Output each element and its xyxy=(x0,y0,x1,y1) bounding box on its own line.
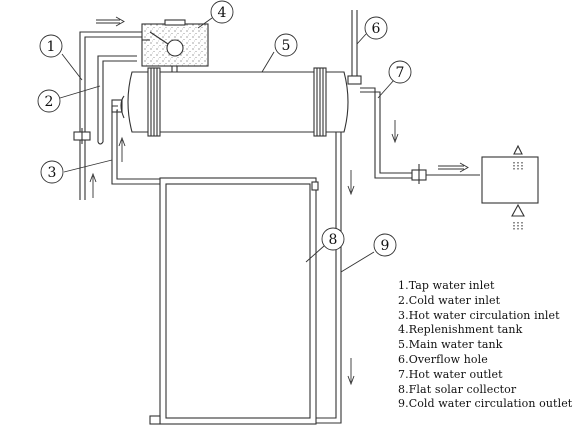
callout-9: 9 xyxy=(373,233,397,257)
replenishment-tank xyxy=(141,19,209,67)
callout-4: 4 xyxy=(210,0,234,24)
arrow-down-icon xyxy=(347,358,355,386)
cold-water-inlet-pipe xyxy=(97,55,137,145)
legend-item-tap-water-inlet: 1.Tap water inlet xyxy=(398,279,495,292)
legend-item-replenishment-tank: 4.Replenishment tank xyxy=(398,323,523,337)
svg-text:9: 9 xyxy=(381,238,390,254)
main-water-tank xyxy=(111,67,349,137)
feed-pipe xyxy=(171,66,178,72)
hot-water-circulation-pipe xyxy=(111,105,166,185)
arrow-up-icon xyxy=(118,136,126,162)
callout-1: 1 xyxy=(39,34,63,58)
svg-text:5: 5 xyxy=(282,38,291,54)
svg-text:7: 7 xyxy=(396,65,405,81)
legend-item-cold-water-circulation-outlet: 9.Cold water circulation outlet xyxy=(398,397,573,411)
callout-6: 6 xyxy=(364,16,388,40)
legend-item-hot-water-outlet: 7.Hot water outlet xyxy=(398,367,503,381)
svg-text:2: 2 xyxy=(45,94,54,110)
legend-item-flat-solar-collector: 8.Flat solar collector xyxy=(398,382,517,396)
callout-8: 8 xyxy=(321,227,345,251)
legend: 1.Tap water inlet 2.Cold water inlet 3.H… xyxy=(398,279,572,412)
tap-valve-icon xyxy=(73,128,91,144)
shower-head-icon xyxy=(513,144,523,170)
cold-water-circulation-pipe xyxy=(314,132,342,424)
tap-water-inlet-pipe xyxy=(79,31,142,200)
legend-item-main-water-tank: 5.Main water tank xyxy=(398,338,503,352)
shower-head-icon xyxy=(511,203,525,230)
callout-5: 5 xyxy=(274,33,298,57)
arrow-right-icon xyxy=(438,162,469,173)
svg-text:3: 3 xyxy=(48,165,57,181)
callout-2: 2 xyxy=(37,89,61,113)
hot-water-outlet-pipe xyxy=(360,87,539,204)
arrow-up-icon xyxy=(89,172,97,198)
svg-text:6: 6 xyxy=(372,21,381,37)
svg-text:8: 8 xyxy=(329,232,338,248)
arrow-down-icon xyxy=(391,120,399,144)
callout-7: 7 xyxy=(388,60,412,84)
svg-text:4: 4 xyxy=(218,5,227,21)
legend-item-hot-water-circulation-inlet: 3.Hot water circulation inlet xyxy=(398,308,560,322)
overflow-pipe xyxy=(347,10,362,85)
legend-item-cold-water-inlet: 2.Cold water inlet xyxy=(398,293,501,307)
arrow-right-icon xyxy=(96,16,125,27)
flat-solar-collector xyxy=(149,177,319,425)
callout-3: 3 xyxy=(40,160,64,184)
arrow-down-icon xyxy=(347,170,355,196)
legend-item-overflow-hole: 6.Overflow hole xyxy=(398,352,488,366)
svg-text:1: 1 xyxy=(47,39,56,55)
